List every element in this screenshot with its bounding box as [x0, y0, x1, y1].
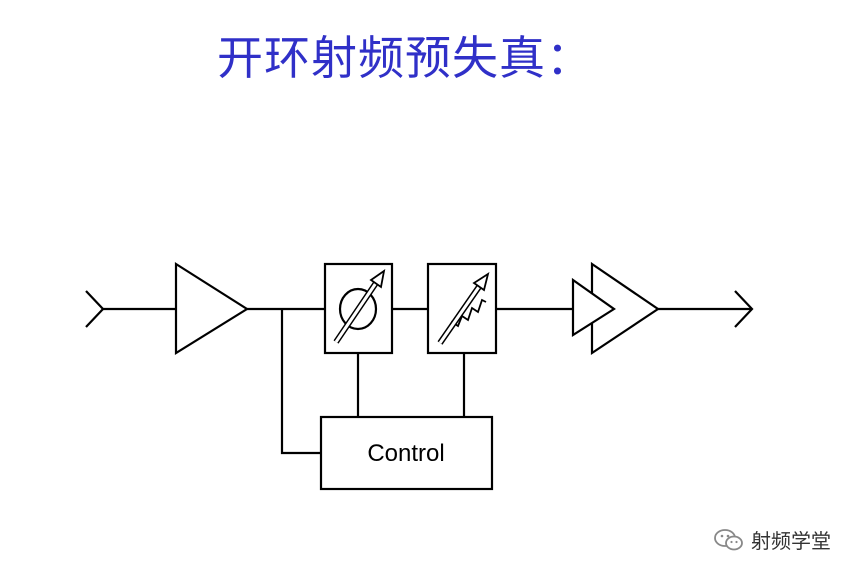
attenuator-arrow: [437, 272, 490, 345]
phase-shifter-symbol: [338, 287, 378, 331]
wechat-icon: [714, 528, 743, 550]
control-box: [319, 415, 494, 491]
control-label: Control: [367, 440, 444, 467]
output-arrow: [734, 290, 754, 328]
phase-shifter-arrow: [333, 269, 386, 344]
input-amplifier: [174, 262, 250, 355]
power-amplifier-front: [571, 277, 616, 338]
input-arrow: [85, 290, 105, 328]
page-title: 开环射频预失真：: [217, 31, 593, 85]
watermark-text: 射频学堂: [751, 529, 831, 553]
wire-branch-to-control: [280, 309, 321, 455]
watermark: 射频学堂: [713, 525, 831, 554]
